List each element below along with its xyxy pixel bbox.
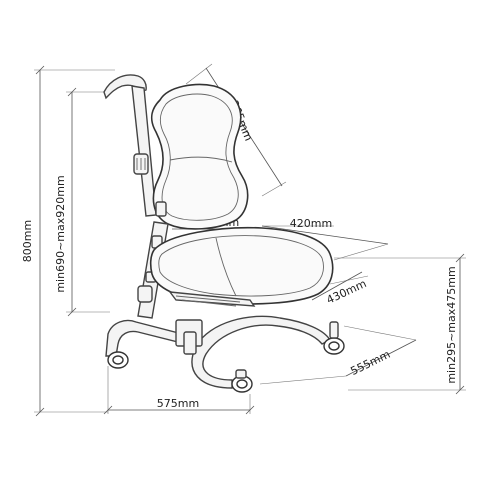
seat-height-range-label: min295~max475mm	[445, 266, 458, 383]
backrest-range-label: min690~max920mm	[54, 175, 67, 292]
backrest-post	[131, 85, 157, 217]
seat-width-label: 420mm	[290, 217, 332, 230]
base-width-dimension: 575mm	[103, 366, 255, 415]
overall-height-label: 800mm	[21, 220, 34, 262]
caster-front-right	[231, 369, 253, 393]
base-arc	[191, 315, 331, 389]
seat-width-dimension: 420mm	[261, 217, 389, 261]
chair-illustration	[103, 74, 345, 393]
seat-height-range-dimension: min295~max475mm	[334, 253, 466, 395]
seat-cushion	[149, 226, 334, 305]
base-depth-label: 555mm	[349, 348, 393, 378]
overall-height-dimension: 800mm	[21, 65, 115, 417]
base-width-label: 575mm	[157, 397, 199, 410]
backrest-range-dimension: min690~max920mm	[54, 87, 110, 317]
caster-front-left	[107, 351, 129, 369]
base-frame	[105, 319, 192, 357]
seat-depth-label: 430mm	[325, 277, 369, 307]
caster-back-right	[323, 321, 345, 355]
height-knob	[133, 153, 149, 175]
